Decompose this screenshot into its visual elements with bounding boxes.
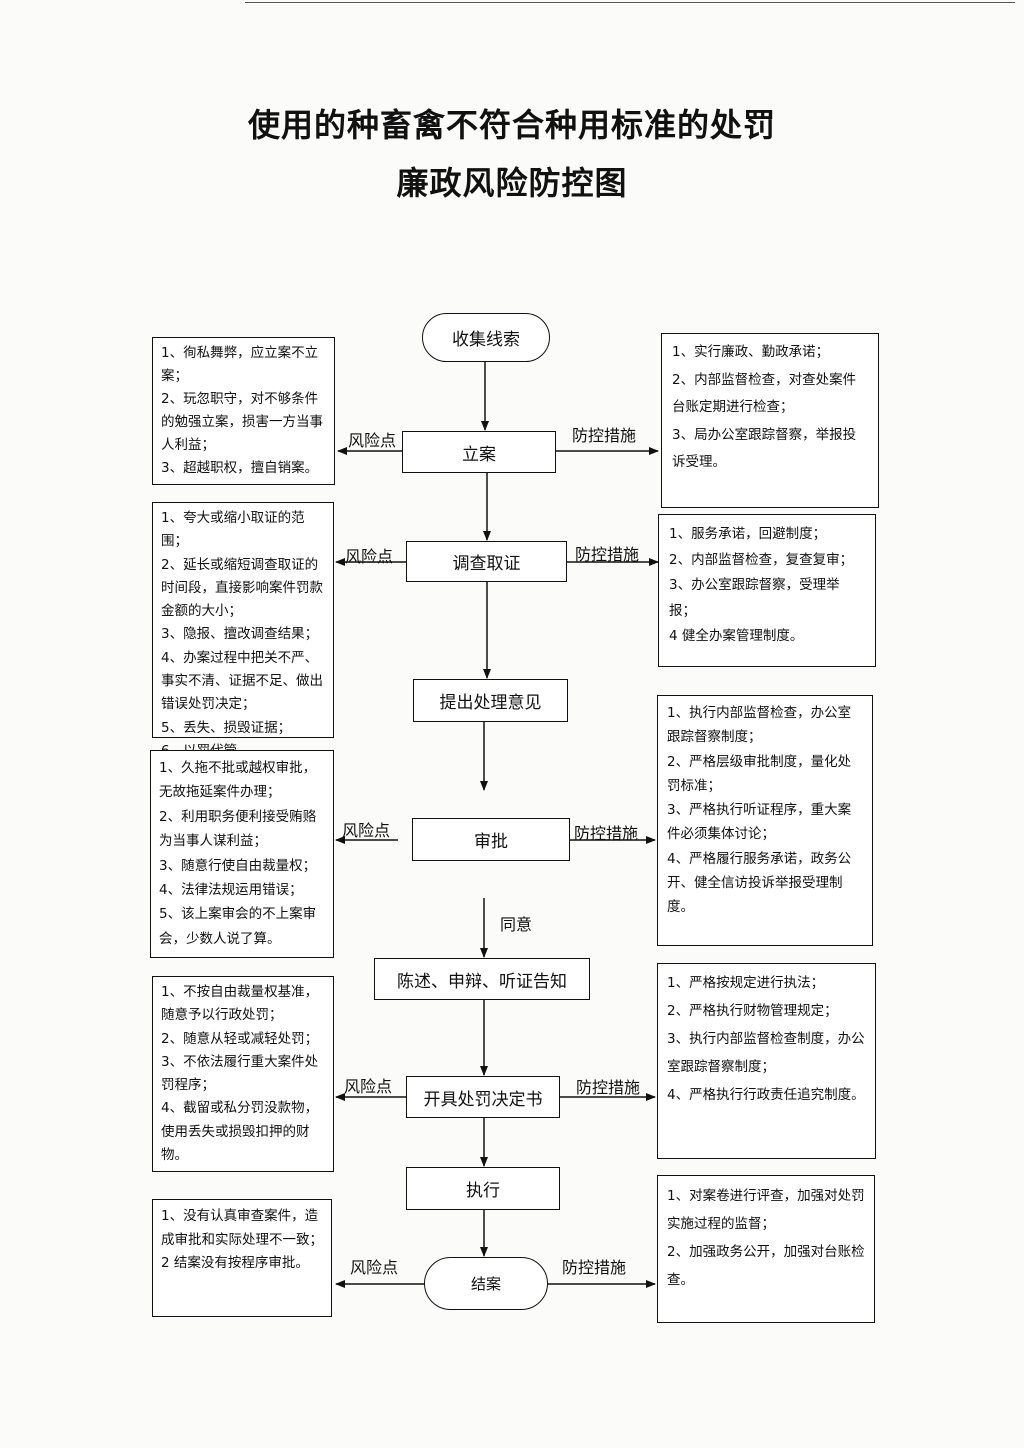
list-item: 3、局办公室跟踪督察，举报投诉受理。 — [672, 426, 857, 471]
list-item: 2、随意从轻或减轻处罚； — [161, 1030, 319, 1047]
agree-label: 同意 — [500, 915, 533, 934]
list-item: 1、执行内部监督检查，办公室跟踪督察制度； — [667, 705, 852, 746]
list-item: 1、严格按规定进行执法； — [667, 975, 825, 991]
control-label-4: 防控措施 — [576, 1078, 641, 1097]
list-item: 3、不依法履行重大案件处罚程序； — [161, 1053, 319, 1094]
list-item: 1、夸大或缩小取证的范围； — [161, 510, 305, 550]
list-item: 5、该上案审会的不上案审会，少数人说了算。 — [159, 906, 317, 947]
control-label-2: 防控措施 — [575, 545, 640, 564]
list-item: 2、延长或缩短调查取证的时间段，直接影响案件罚款金额的大小； — [161, 556, 323, 620]
list-item: 1、徇私舞弊，应立案不立案； — [161, 345, 319, 384]
list-item: 1、不按自由裁量权基准，随意予以行政处罚； — [161, 984, 319, 1024]
control-box-filing: 1、实行廉政、勤政承诺； 2、内部监督检查，对查处案件台账定期进行检查； 3、局办公… — [661, 333, 879, 508]
risk-box-close: 1、没有认真审查案件，造成审批和实际处理不一致； 2 结案没有按程序审批。 — [152, 1199, 332, 1317]
list-item: 1、久拖不批或越权审批，无故拖延案件办理； — [159, 760, 317, 801]
list-item: 1、对案卷进行评查，加强对处罚实施过程的监督； — [667, 1188, 865, 1232]
page-title: 使用的种畜禽不符合种用标准的处罚 — [247, 106, 776, 144]
step-filing: 立案 — [402, 431, 556, 473]
top-rule — [245, 2, 1015, 3]
step-close-case: 结案 — [424, 1257, 548, 1310]
control-box-decision: 1、严格按规定进行执法； 2、严格执行财物管理规定； 3、执行内部监督检查制度，办公… — [657, 963, 876, 1159]
step-hearing-notice: 陈述、申辩、听证告知 — [374, 958, 590, 1000]
risk-label-1: 风险点 — [348, 431, 397, 450]
list-item: 4、法律法规运用错误； — [159, 882, 303, 899]
list-item: 1、服务承诺，回避制度； — [669, 526, 827, 542]
step-issue-decision: 开具处罚决定书 — [406, 1076, 560, 1118]
control-label-5: 防控措施 — [562, 1258, 627, 1277]
list-item: 3、隐报、擅改调查结果； — [161, 626, 319, 643]
step-collect-clues: 收集线索 — [422, 313, 550, 362]
step-investigation: 调查取证 — [406, 541, 567, 582]
list-item: 3、超越职权，擅自销案。 — [161, 460, 319, 476]
list-item: 3、随意行使自由裁量权； — [159, 857, 317, 874]
control-box-approval: 1、执行内部监督检查，办公室跟踪督察制度； 2、严格层级审批制度，量化处罚标准； 3… — [657, 695, 873, 946]
step-execution: 执行 — [406, 1167, 560, 1210]
list-item: 2 结案没有按程序审批。 — [161, 1255, 309, 1271]
risk-label-2: 风险点 — [345, 547, 394, 566]
list-item: 2、玩忽职守，对不够条件的勉强立案，损害一方当事人利益； — [161, 391, 323, 453]
list-item: 4、截留或私分罚没款物，使用丢失或损毁扣押的财物。 — [161, 1100, 319, 1164]
list-item: 2、加强政务公开，加强对台账检查。 — [667, 1244, 865, 1288]
control-box-investigation: 1、服务承诺，回避制度； 2、内部监督检查，复查复审； 3、办公室跟踪督察，受理举报… — [658, 514, 876, 667]
list-item: 4、办案过程中把关不严、事实不清、证据不足、做出错误处罚决定； — [161, 649, 323, 713]
list-item: 2、严格层级审批制度，量化处罚标准； — [667, 753, 852, 794]
list-item: 5、丢失、损毁证据； — [161, 719, 292, 736]
list-item: 2、利用职务便利接受贿赂为当事人谋利益； — [159, 808, 317, 850]
list-item: 1、没有认真审查案件，造成审批和实际处理不一致； — [161, 1208, 323, 1248]
risk-label-5: 风险点 — [350, 1258, 399, 1277]
risk-label-4: 风险点 — [344, 1077, 393, 1096]
list-item: 1、实行廉政、勤政承诺； — [672, 344, 830, 360]
page-subtitle: 廉政风险防控图 — [396, 164, 628, 202]
risk-box-filing: 1、徇私舞弊，应立案不立案； 2、玩忽职守，对不够条件的勉强立案，损害一方当事人利… — [152, 337, 335, 485]
list-item: 3、严格执行听证程序，重大案件必须集体讨论； — [667, 802, 852, 843]
list-item: 3、执行内部监督检查制度，办公室跟踪督察制度； — [667, 1031, 865, 1075]
list-item: 4、严格履行服务承诺，政务公开、健全信访投诉举报受理制度。 — [667, 850, 852, 916]
risk-label-3: 风险点 — [342, 821, 391, 840]
control-box-close: 1、对案卷进行评查，加强对处罚实施过程的监督； 2、加强政务公开，加强对台账检查。 — [657, 1175, 875, 1323]
risk-box-approval: 1、久拖不批或越权审批，无故拖延案件办理； 2、利用职务便利接受贿赂为当事人谋利益… — [150, 750, 334, 958]
step-approval: 审批 — [412, 818, 570, 861]
risk-box-decision: 1、不按自由裁量权基准，随意予以行政处罚； 2、随意从轻或减轻处罚； 3、不依法履行… — [152, 976, 334, 1172]
list-item: 2、严格执行财物管理规定； — [667, 1003, 838, 1019]
control-label-3: 防控措施 — [574, 824, 639, 843]
step-propose-opinion: 提出处理意见 — [413, 679, 568, 722]
control-label-1: 防控措施 — [572, 426, 637, 445]
list-item: 2、内部监督检查，复查复审； — [669, 551, 854, 568]
list-item: 3、办公室跟踪督察，受理举报； — [669, 577, 840, 619]
list-item: 2、内部监督检查，对查处案件台账定期进行检查； — [672, 371, 857, 416]
risk-box-investigation: 1、夸大或缩小取证的范围； 2、延长或缩短调查取证的时间段，直接影响案件罚款金额的… — [152, 502, 334, 759]
list-item: 4 健全办案管理制度。 — [669, 628, 804, 644]
list-item: 4、严格执行行政责任追究制度。 — [667, 1087, 865, 1103]
